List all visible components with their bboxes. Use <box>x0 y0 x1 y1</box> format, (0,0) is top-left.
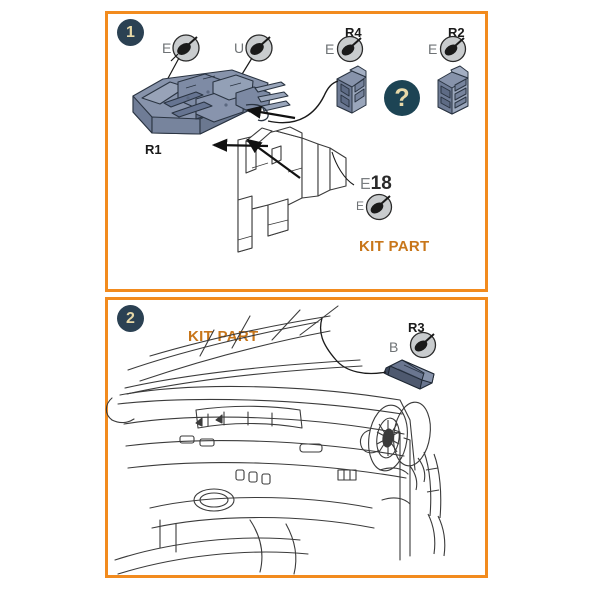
paint-code-e-r4: E <box>325 41 335 57</box>
kit-part-name-e18: E18 <box>360 173 392 195</box>
part-name-r1: R1 <box>145 142 162 157</box>
step-2-panel <box>105 297 488 578</box>
question-mark-badge: ? <box>384 80 420 116</box>
paint-code-b-r3: B <box>389 339 399 355</box>
step-1-badge: 1 <box>117 19 144 46</box>
paint-code-u-r1: U <box>234 40 245 56</box>
paint-code-e-r2: E <box>428 41 438 57</box>
kit-part-e18-number: 18 <box>370 173 392 194</box>
paint-code-e-e18: E <box>356 199 365 213</box>
kit-part-label-1: KIT PART <box>359 238 430 255</box>
part-name-r4: R4 <box>345 25 362 40</box>
part-name-r2: R2 <box>448 25 465 40</box>
step-2-badge: 2 <box>117 305 144 332</box>
kit-part-label-2: KIT PART <box>188 328 259 345</box>
part-name-r3: R3 <box>408 320 425 335</box>
paint-code-e-r1: E <box>162 40 172 56</box>
kit-part-e18-prefix: E <box>360 176 371 193</box>
